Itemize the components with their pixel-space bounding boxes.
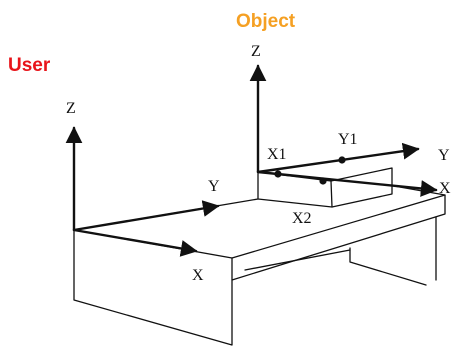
user-caption: User <box>8 55 51 76</box>
object-box-edge <box>330 180 333 208</box>
object-z-label: Z <box>251 43 261 60</box>
right-x-label: X <box>439 180 451 197</box>
point-x2 <box>319 177 327 185</box>
y1-label: Y1 <box>338 131 358 148</box>
table-leg-middle <box>349 247 427 286</box>
object-y1-axis <box>256 142 420 174</box>
point-x1 <box>274 170 282 178</box>
table-top <box>73 185 446 259</box>
user-y-axis <box>72 200 220 232</box>
table-left-panel <box>73 229 233 346</box>
object-x-axis <box>256 170 438 197</box>
user-x-label: X <box>192 267 204 284</box>
table-crossbar <box>244 249 351 271</box>
object-caption: Object <box>236 11 296 32</box>
user-x-axis <box>72 228 198 257</box>
user-z-label: Z <box>66 100 76 117</box>
user-y-label: Y <box>208 178 220 195</box>
right-y-label: Y <box>438 147 450 164</box>
x1-label: X1 <box>267 146 287 163</box>
x2-label: X2 <box>292 210 312 227</box>
point-y1 <box>338 156 346 164</box>
table-front-edge <box>231 194 446 281</box>
